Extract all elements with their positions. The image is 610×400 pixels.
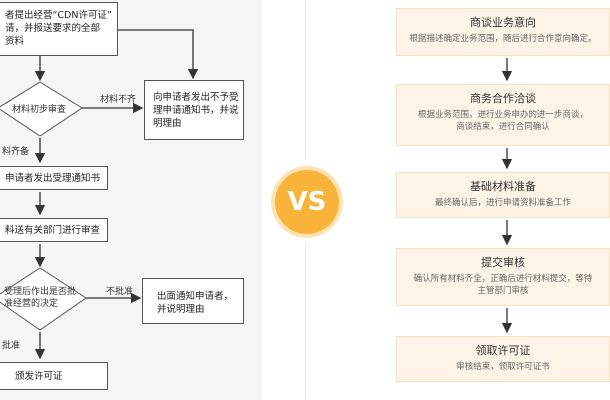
left-flowchart-panel: 者提出经营“CDN许可证” 请，并报送要求的全部 资料 材料初步审查 材料不齐 … [0, 0, 262, 400]
vs-badge: VS [275, 170, 339, 234]
apply-box-line-3: 资料 [5, 36, 25, 47]
right-steps-panel: 商谈业务意向 根据描述确定业务范围，随后进行合作意向确定。 商务合作洽谈 根据业… [352, 0, 610, 400]
apply-box-line-1: 者提出经营“CDN许可证” [5, 10, 112, 21]
step-desc: 最终确认后，进行申请资料准备工作 [434, 198, 571, 208]
reject2-box: 出面通知申请者， 并说明理由 [142, 278, 244, 324]
step-desc-line: 商谈结束，进行合同确认 [456, 122, 550, 132]
right-flow-connectors [501, 58, 513, 334]
step-business-intent: 商谈业务意向 根据描述确定业务范围，随后进行合作意向确定。 [396, 8, 610, 56]
left-flow-connectors [0, 29, 199, 360]
step-desc: 审核结束，领取许可证书 [456, 362, 550, 372]
step-title: 商谈业务意向 [470, 16, 536, 29]
step-desc: 根据业务范围，进行业务申办的进一步商谈， 商谈结束，进行合同确认 [397, 109, 609, 133]
accept-notice-box: 申请者发出受理通知书 [0, 166, 108, 190]
step-negotiation: 商务合作洽谈 根据业务范围，进行业务申办的进一步商谈， 商谈结束，进行合同确认 [396, 84, 610, 146]
step-title: 领取许可证 [475, 344, 531, 357]
decision1-label: 材料初步审查 [12, 105, 67, 115]
apply-box-line-2: 请，并报送要求的全部 [5, 23, 101, 34]
reject2-line-2: 并说明理由 [157, 304, 205, 315]
decision1-shape [0, 81, 83, 137]
label-not-approved: 不批准 [106, 287, 134, 297]
label-approved: 批准 [2, 341, 21, 351]
decision2-label: 受理后作出是否批 准经营的决定 [4, 286, 76, 310]
step-desc-line: 确认所有材料齐全，正确后进行材料提交，等待 [413, 274, 593, 284]
issue-license-text: 颁发许可证 [15, 371, 63, 382]
step-desc-line: 根据业务范围，进行业务申办的进一步商谈， [417, 110, 588, 120]
apply-box: 者提出经营“CDN许可证” 请，并报送要求的全部 资料 [0, 2, 118, 56]
reject1-line-3: 明理由 [153, 118, 182, 129]
decision2-line-2: 准经营的决定 [4, 299, 59, 309]
reject1-box: 向申请者发出不予受 理申请通知书，并说 明理由 [144, 80, 244, 140]
issue-license-box: 颁发许可证 [0, 362, 108, 390]
accept-notice-text: 申请者发出受理通知书 [5, 173, 101, 184]
forward-review-box: 料送有关部门进行审查 [0, 218, 108, 242]
arrow-box1-to-reject1 [118, 29, 199, 80]
divider-bottom [305, 245, 306, 400]
label-incomplete: 材料不齐 [100, 95, 137, 105]
step-receive-license: 领取许可证 审核结束，领取许可证书 [396, 336, 610, 382]
reject1-line-2: 理申请通知书，并说 [153, 105, 239, 116]
decision2-shape [0, 267, 87, 331]
label-complete: 料齐备 [2, 147, 30, 157]
step-title: 基础材料准备 [470, 180, 536, 193]
step-material-prep: 基础材料准备 最终确认后，进行申请资料准备工作 [396, 172, 610, 218]
step-desc: 确认所有材料齐全，正确后进行材料提交，等待 主管部门审核 [397, 273, 609, 297]
divider-top [305, 0, 306, 160]
decision2-line-1: 受理后作出是否批 [4, 287, 77, 297]
vs-label: VS [287, 187, 327, 217]
reject1-line-1: 向申请者发出不予受 [153, 92, 239, 103]
step-desc-line: 主管部门审核 [477, 286, 529, 296]
step-submit-review: 提交审核 确认所有材料齐全，正确后进行材料提交，等待 主管部门审核 [396, 248, 610, 306]
step-title: 商务合作洽谈 [470, 92, 536, 105]
forward-review-text: 料送有关部门进行审查 [5, 225, 101, 236]
step-desc: 根据描述确定业务范围，随后进行合作意向确定。 [409, 34, 597, 44]
step-title: 提交审核 [481, 256, 525, 269]
reject2-line-1: 出面通知申请者， [157, 291, 234, 302]
